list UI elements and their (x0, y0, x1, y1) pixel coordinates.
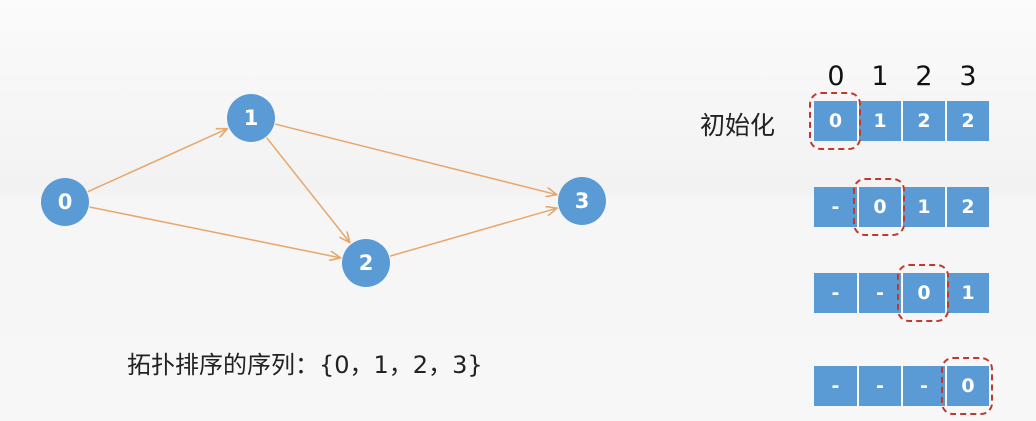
graph-node-3 (558, 177, 606, 225)
array-cell: - (858, 273, 901, 313)
array-cell: - (814, 273, 857, 313)
array-cell: 2 (946, 101, 989, 141)
edge-1-2 (265, 137, 350, 243)
highlight-box (853, 178, 905, 236)
array-cell: 1 (946, 273, 989, 313)
graph-node-label: 2 (359, 251, 374, 275)
highlight-box (941, 357, 993, 415)
init-label: 初始化 (700, 111, 776, 140)
edge-0-1 (87, 129, 228, 193)
array-cell: 2 (902, 101, 945, 141)
graph-diagram: 0 1 2 3 (41, 94, 606, 287)
array-cell: 0 (946, 366, 989, 406)
edge-2-3 (389, 208, 557, 257)
topological-sequence: 拓扑排序的序列：{0，1，2，3} (127, 351, 483, 379)
array-cell: - (902, 366, 945, 406)
array-cell: - (814, 187, 857, 227)
graph-node-2 (342, 239, 390, 287)
array-cell: 0 (902, 273, 945, 313)
index-header-2: 2 (915, 61, 933, 92)
highlight-box (809, 92, 861, 150)
array-cell: 2 (946, 187, 989, 227)
graph-node-0 (41, 178, 89, 226)
index-header-0: 0 (827, 61, 845, 92)
highlight-box (897, 264, 949, 322)
index-header-3: 3 (959, 61, 977, 92)
index-header-1: 1 (871, 61, 889, 92)
graph-node-label: 1 (244, 106, 259, 130)
edge-0-2 (89, 206, 341, 258)
graph-node-label: 3 (575, 189, 590, 213)
array-cell: - (814, 366, 857, 406)
array-cell: 1 (858, 101, 901, 141)
array-cell: - (858, 366, 901, 406)
array-cell: 1 (902, 187, 945, 227)
graph-node-1 (227, 94, 275, 142)
array-cell: 0 (858, 187, 901, 227)
array-cell: 0 (814, 101, 857, 141)
edge-1-3 (275, 123, 557, 195)
graph-node-label: 0 (58, 190, 73, 214)
